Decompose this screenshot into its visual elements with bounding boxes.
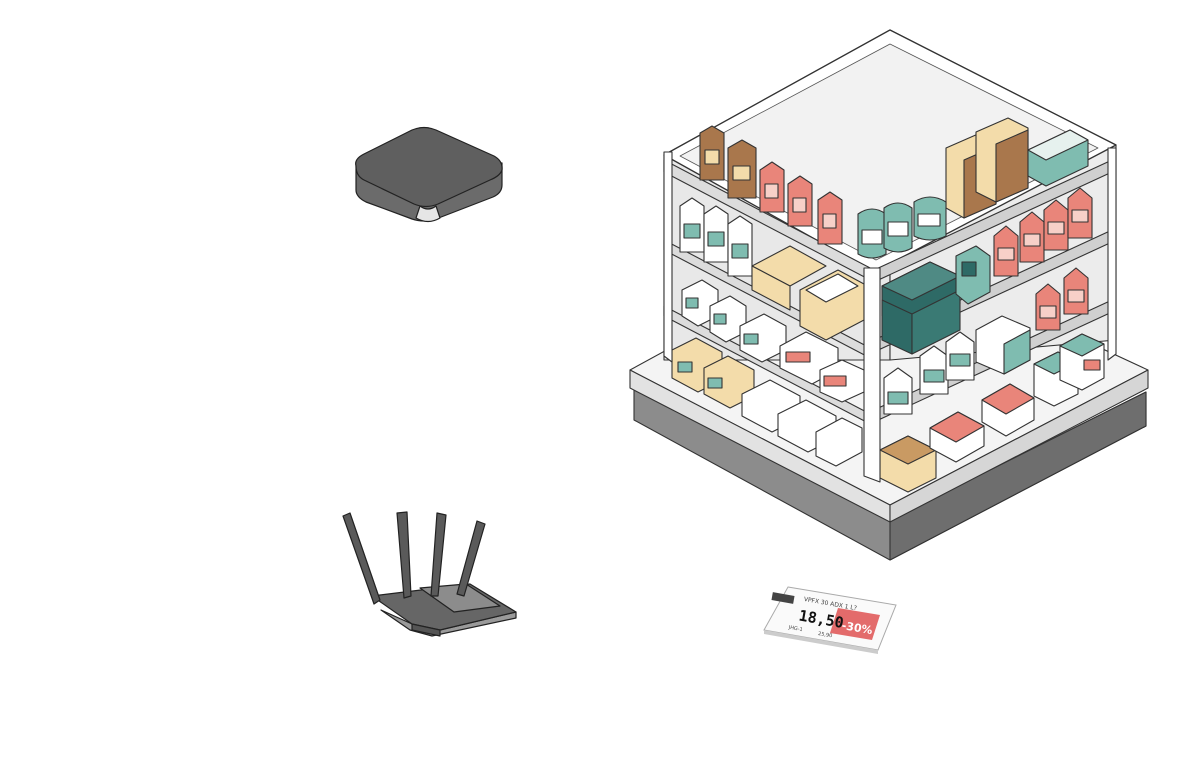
antenna-4 — [456, 520, 486, 597]
antenna-2 — [396, 511, 412, 599]
wifi-router-icon — [342, 511, 517, 637]
left-middle-row-products — [679, 197, 865, 341]
pharmacy-shelf-icon — [629, 29, 1149, 561]
electronic-shelf-label-icon: VPFX 30 ADX 1 L? 18,50 -30% JHG-1 25,90 — [763, 586, 897, 654]
antenna-1 — [342, 512, 381, 605]
gateway-hub-icon — [355, 126, 503, 223]
label-price-small: 25,90 — [818, 631, 833, 639]
left-lower-row-products — [681, 279, 865, 403]
right-top-row-products — [857, 117, 1089, 259]
front-post-center — [863, 267, 881, 483]
front-post-left — [663, 151, 673, 363]
label-discount: -30% — [841, 619, 874, 637]
barcode-strip — [771, 592, 795, 604]
front-post-right — [1107, 147, 1117, 361]
left-bottom-row-products — [671, 337, 863, 467]
label-code: JHG-1 — [787, 625, 803, 634]
antenna-3 — [430, 512, 447, 597]
right-lower-row-products — [883, 267, 1089, 415]
right-middle-row-products — [881, 187, 1093, 355]
left-top-row-products — [699, 125, 843, 245]
